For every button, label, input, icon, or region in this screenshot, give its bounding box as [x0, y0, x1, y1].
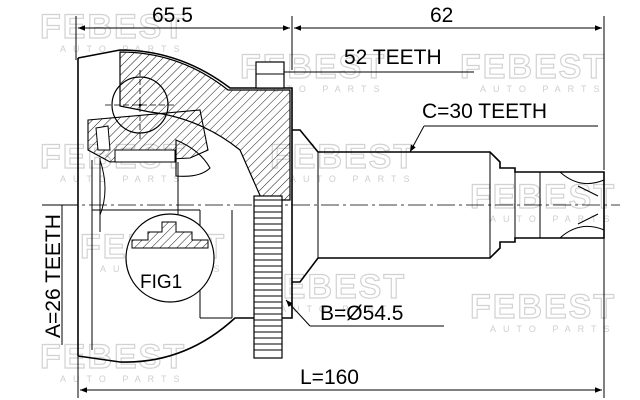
top-dimensions: 65.5 62	[75, 4, 605, 170]
watermark-3: FEBEST AUTO PARTS	[459, 47, 607, 94]
bottom-dimension: L=160	[77, 238, 605, 398]
outer-spline-label: C=30 TEETH	[422, 100, 547, 123]
svg-text:AUTO PARTS: AUTO PARTS	[480, 84, 607, 94]
watermark-9: FEBEST AUTO PARTS	[469, 287, 617, 334]
cv-shaft	[292, 129, 605, 283]
seal-diameter-label: B=Ø54.5	[320, 302, 403, 325]
svg-text:FEBEST: FEBEST	[270, 138, 416, 176]
watermark-5: FEBEST AUTO PARTS	[269, 137, 417, 184]
watermark-10: FEBEST AUTO PARTS	[39, 337, 187, 384]
svg-text:AUTO PARTS: AUTO PARTS	[260, 84, 387, 94]
abs-ring	[253, 195, 283, 359]
total-length-label: L=160	[300, 366, 359, 389]
svg-text:FEBEST: FEBEST	[260, 268, 406, 306]
cv-housing	[60, 49, 620, 363]
watermark-6: FEBEST AUTO PARTS	[469, 177, 617, 224]
dim-right-label: 62	[430, 4, 453, 27]
svg-text:AUTO PARTS: AUTO PARTS	[490, 324, 617, 334]
svg-text:AUTO PARTS: AUTO PARTS	[490, 214, 617, 224]
svg-text:FEBEST: FEBEST	[40, 338, 186, 376]
svg-text:AUTO PARTS: AUTO PARTS	[60, 44, 187, 54]
svg-text:AUTO PARTS: AUTO PARTS	[280, 304, 407, 314]
callout-leaders: 52 TEETH C=30 TEETH B=Ø54.5	[284, 46, 598, 327]
inner-spline-label: A=26 TEETH	[42, 214, 65, 338]
watermark-8: FEBEST AUTO PARTS	[259, 267, 407, 314]
dim-left-label: 65.5	[152, 4, 193, 27]
abs-tab	[255, 61, 285, 89]
fig1-detail: FIG1	[125, 162, 215, 303]
svg-text:FEBEST: FEBEST	[470, 178, 616, 216]
svg-text:AUTO PARTS: AUTO PARTS	[60, 174, 187, 184]
svg-text:FEBEST: FEBEST	[470, 288, 616, 326]
inner-spline-callout: A=26 TEETH	[42, 204, 78, 345]
svg-text:AUTO PARTS: AUTO PARTS	[290, 174, 417, 184]
svg-text:AUTO PARTS: AUTO PARTS	[60, 374, 187, 384]
svg-text:FEBEST: FEBEST	[460, 48, 606, 86]
abs-teeth-label: 52 TEETH	[344, 46, 442, 69]
fig1-label: FIG1	[140, 272, 182, 293]
